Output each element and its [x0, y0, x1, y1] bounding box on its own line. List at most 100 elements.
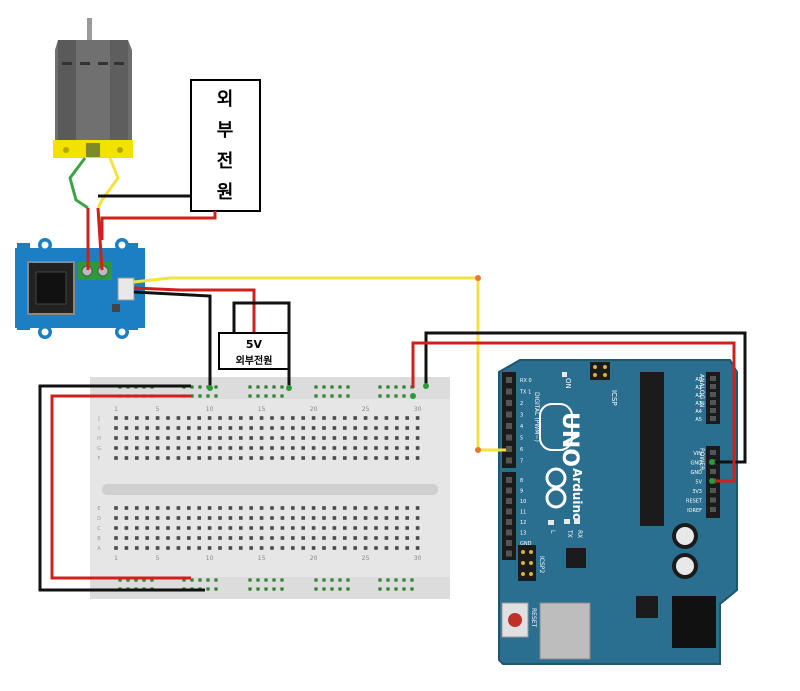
- breadboard-column-number: 5: [156, 555, 160, 562]
- breadboard-column-number: 20: [310, 406, 318, 413]
- tx-label: TX: [566, 529, 573, 538]
- wire-rail-link-red: [50, 394, 191, 580]
- wire-external-power-red: [100, 211, 217, 240]
- l-led-label: L: [549, 530, 556, 534]
- digital-header-upper: [502, 372, 516, 468]
- breadboard-column-number: 1: [114, 555, 118, 562]
- uno-brand-text: UNO: [557, 412, 582, 467]
- external-power-char-1: 외: [217, 89, 234, 110]
- breadboard-row-letter: F: [98, 456, 101, 462]
- wire-module-vcc-red: [133, 286, 256, 343]
- external-power-char-4: 원: [217, 182, 234, 203]
- breadboard-column-number: 25: [362, 406, 370, 413]
- power-pin-label: IOREF: [687, 508, 702, 514]
- wire-module-gnd-black: [133, 290, 212, 388]
- breadboard-column-number: 10: [206, 555, 214, 562]
- breadboard-row-letter: D: [97, 516, 101, 522]
- atmega-chip: [640, 372, 664, 526]
- breadboard-row-letter: B: [97, 536, 101, 542]
- dc-motor: [53, 18, 133, 158]
- external-5v-voltage: 5V: [246, 338, 263, 351]
- icsp2-header: [518, 545, 536, 581]
- digital-pin-label: 10: [520, 499, 526, 505]
- external-power-char-3: 전: [217, 151, 234, 172]
- voltage-regulator: [636, 596, 658, 618]
- digital-label: DIGITAL (PWM~): [533, 392, 540, 442]
- motor-lead-yellow: [96, 157, 120, 209]
- breadboard-column-number: 20: [310, 555, 318, 562]
- digital-pin-label: 5: [520, 436, 523, 442]
- analog-label: ANALOG IN: [698, 374, 705, 407]
- arduino-model-text: Arduino: [570, 468, 584, 521]
- digital-pin-label: 7: [520, 459, 523, 465]
- icsp2-label: ICSP2: [538, 556, 545, 573]
- breadboard-row-letter: G: [97, 446, 101, 452]
- digital-header-lower: [502, 472, 516, 560]
- breadboard-column-number: 5: [156, 406, 160, 413]
- digital-pin-label: RX 0: [520, 378, 532, 384]
- breadboard-column-number: 10: [206, 406, 214, 413]
- breadboard-row-letter: I: [98, 426, 99, 432]
- breadboard-row-letter: H: [97, 436, 101, 442]
- breadboard-column-number: 15: [258, 555, 266, 562]
- external-power-char-2: 부: [217, 120, 234, 141]
- power-pin-label: 5V: [695, 480, 702, 486]
- analog-pin-label: A2: [695, 393, 702, 399]
- analog-pin-label: A4: [695, 409, 702, 415]
- digital-pin-label: 11: [520, 510, 526, 516]
- external-power-box: 외 부 전 원: [190, 79, 261, 212]
- external-5v-power-box: 5V 외부전원: [218, 332, 290, 370]
- power-label: POWER: [698, 448, 705, 470]
- digital-pin-label: 2: [520, 401, 523, 407]
- wire-5v-box-gnd: [232, 301, 291, 388]
- external-5v-label: 외부전원: [236, 354, 273, 367]
- digital-pin-label: 12: [520, 520, 526, 526]
- on-label: ON: [564, 378, 572, 389]
- arduino-logo: UNO Arduino DIGITAL (PWM~): [533, 392, 584, 521]
- breadboard-column-number: 1: [114, 406, 118, 413]
- usb-connector: [539, 602, 591, 660]
- digital-pin-label: TX 1: [519, 390, 531, 396]
- analog-pin-label: A5: [695, 417, 702, 423]
- icsp-label: ICSP: [610, 390, 618, 406]
- digital-pin-label: 13: [520, 531, 526, 537]
- breadboard-row-letter: J: [97, 416, 99, 422]
- analog-pin-label: A1: [695, 385, 702, 391]
- digital-pin-label: 9: [520, 489, 523, 495]
- rx-label: RX: [576, 530, 583, 538]
- digital-pin-label: GND: [520, 541, 532, 547]
- power-pin-label: GND: [691, 461, 703, 467]
- wire-arduino-5v-red: [411, 341, 736, 483]
- breadboard-row-letter: E: [97, 506, 100, 512]
- breadboard-column-number: 30: [414, 555, 422, 562]
- reset-button-cap: [508, 613, 522, 627]
- breadboard-column-number: 30: [414, 406, 422, 413]
- breadboard-row-letter: C: [97, 526, 101, 532]
- icsp-header: [590, 362, 610, 380]
- arduino-uno: RX 0TX 12345678910111213GNDAREF A0A1A2A3…: [498, 359, 738, 665]
- wire-motor-to-driver-2: [96, 207, 104, 271]
- breadboard-column-number: 15: [258, 406, 266, 413]
- reset-label: RESET: [530, 608, 537, 628]
- power-pin-label: RESET: [686, 499, 703, 505]
- digital-pin-label: 8: [520, 478, 523, 484]
- dc-power-jack: [672, 596, 716, 648]
- analog-pin-label: A3: [695, 401, 702, 407]
- digital-pin-label: 4: [520, 424, 523, 430]
- analog-header: [706, 372, 720, 424]
- breadboard-row-letter: A: [97, 546, 101, 552]
- digital-pin-label: 3: [520, 413, 523, 419]
- power-pin-label: 3V3: [692, 489, 702, 495]
- analog-pin-label: A0: [695, 377, 702, 383]
- breadboard-column-number: 25: [362, 555, 370, 562]
- usb-chip: [566, 548, 586, 568]
- wire-rail-link-black: [38, 384, 205, 592]
- power-pin-label: VIN: [693, 451, 702, 457]
- motor-driver-module: [15, 238, 145, 339]
- digital-pin-label: 6: [520, 447, 523, 453]
